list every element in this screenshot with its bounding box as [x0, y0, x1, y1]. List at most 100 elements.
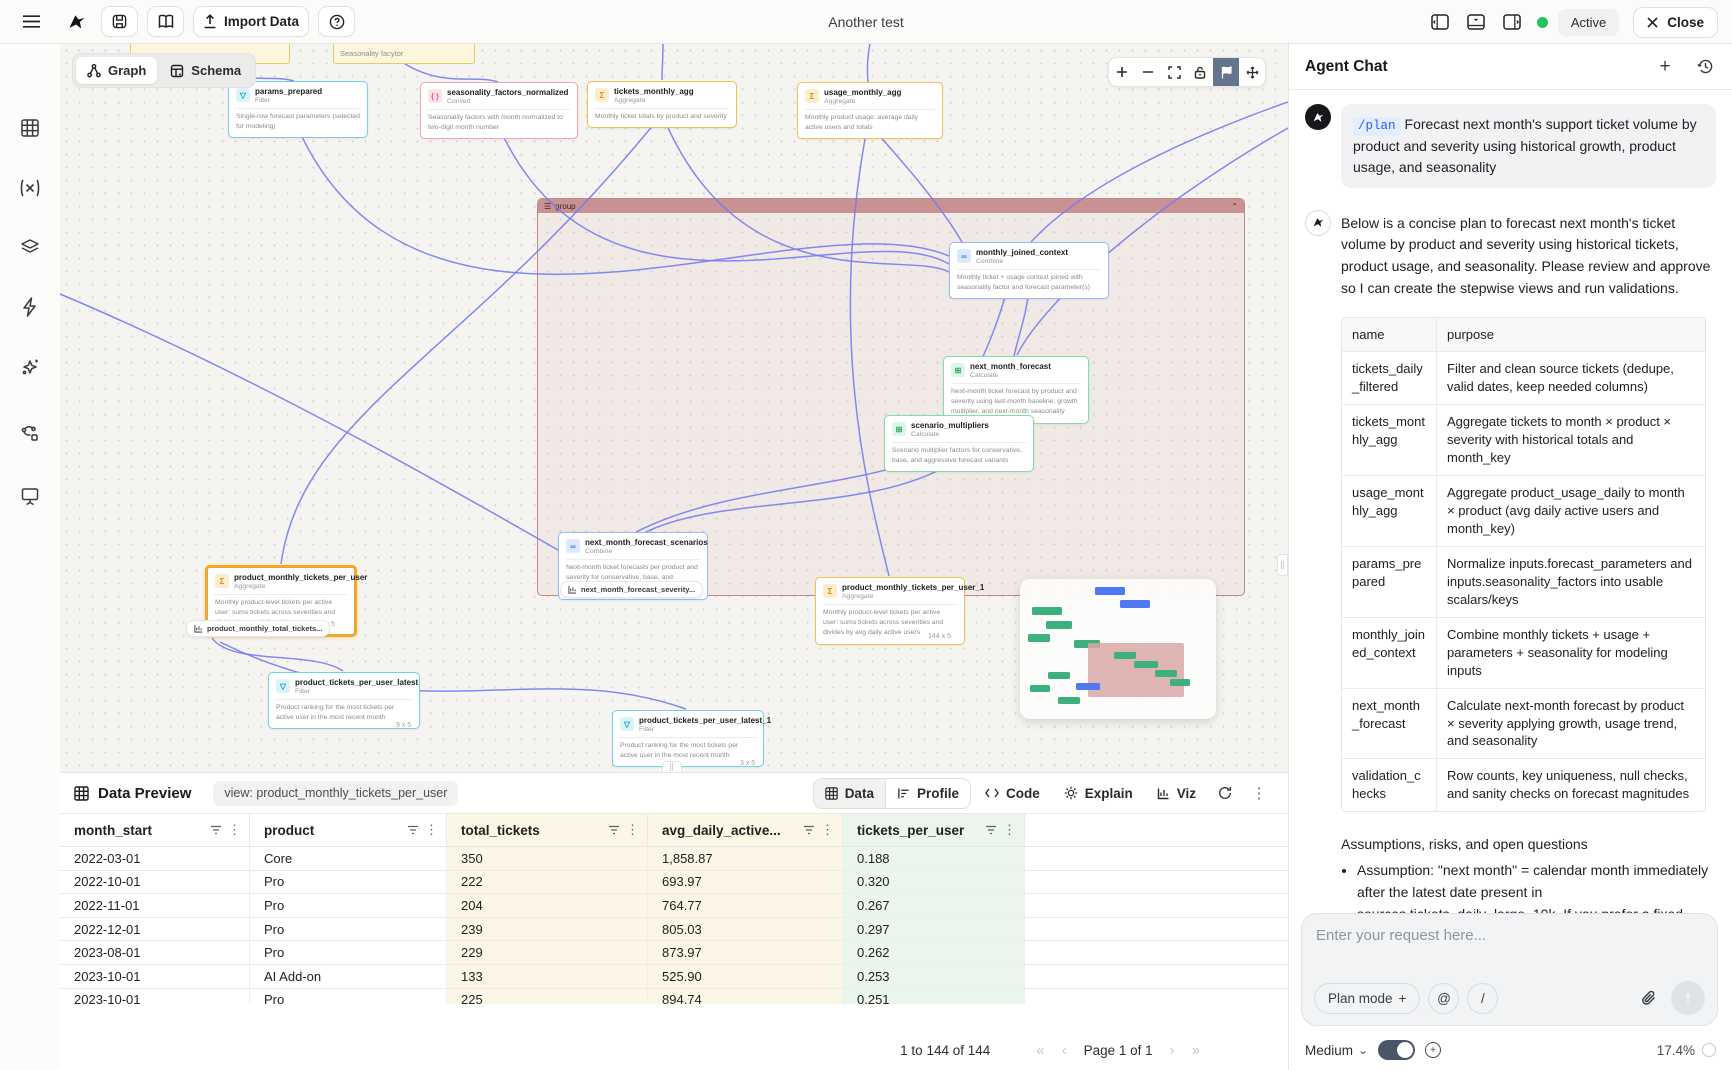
tab-schema[interactable]: Schema [159, 57, 252, 84]
tab-code[interactable]: Code [975, 778, 1050, 809]
flag-button[interactable] [1213, 58, 1239, 86]
panel-left-icon[interactable] [1429, 11, 1451, 33]
column-header-avg-daily-active[interactable]: avg_daily_active... ⋮ [648, 814, 843, 846]
plan-row: usage_monthly_agg Aggregate product_usag… [1342, 475, 1705, 546]
column-menu-icon[interactable]: ⋮ [425, 822, 438, 837]
fit-view-button[interactable] [1161, 58, 1187, 86]
output-tag-product-monthly-total-tickets[interactable]: product_monthly_total_tickets... [186, 620, 331, 637]
close-button[interactable]: Close [1633, 6, 1718, 38]
table-row[interactable]: 2023-10-01 AI Add-on 133 525.90 0.253 [60, 964, 1288, 989]
board-icon[interactable] [13, 479, 47, 513]
node-type: Filter [255, 97, 271, 104]
variables-icon[interactable] [13, 171, 47, 205]
node-product-tickets-per-user-latest-1[interactable]: ▽ product_tickets_per_user_latest_1 Filt… [612, 710, 771, 768]
chat-title: Agent Chat [1305, 57, 1388, 75]
node-desc: Product ranking for the most tickets per… [620, 737, 756, 761]
save-button[interactable] [101, 6, 138, 37]
model-selector[interactable]: Medium ⌄ [1305, 1043, 1368, 1058]
chat-input[interactable]: Enter your request here... Plan mode + @… [1301, 913, 1718, 1026]
help-button[interactable] [318, 6, 356, 37]
node-params-prepared[interactable]: ▽ params_prepared Filter Single-row fore… [228, 81, 368, 139]
panel-bottom-icon[interactable] [1465, 11, 1487, 33]
plan-row: monthly_joined_context Combine monthly t… [1342, 616, 1705, 688]
column-menu-icon[interactable]: ⋮ [228, 822, 241, 837]
new-chat-icon[interactable]: + [1659, 55, 1671, 77]
column-header-month-start[interactable]: month_start ⋮ [60, 814, 250, 846]
mention-button[interactable]: @ [1428, 982, 1460, 1014]
minimap[interactable] [1020, 579, 1216, 719]
import-data-button[interactable]: Import Data [193, 6, 310, 37]
tab-profile[interactable]: Profile [886, 779, 970, 808]
table-header-row: month_start ⋮ product ⋮ total_tickets ⋮ … [60, 814, 1288, 847]
modules-grid-icon[interactable] [13, 111, 47, 145]
schema-icon [171, 64, 184, 77]
attachment-icon[interactable] [1635, 984, 1663, 1012]
last-page-icon[interactable]: » [1191, 1042, 1200, 1059]
node-next-month-forecast[interactable]: ⊞ next_month_forecast Calculate Next-mon… [943, 356, 1089, 424]
next-page-icon[interactable]: › [1169, 1042, 1175, 1059]
panel-right-icon[interactable] [1501, 11, 1523, 33]
tab-graph[interactable]: Graph [76, 57, 158, 84]
layers-icon[interactable] [13, 230, 47, 264]
graph-canvas[interactable]: Seasonality facytor ☰ group ⌃ ▽ params_p… [60, 44, 1288, 772]
node-monthly-joined-context[interactable]: ∞ monthly_joined_context Combine Monthly… [949, 242, 1109, 300]
node-usage-monthly-agg[interactable]: Σ usage_monthly_agg Aggregate Monthly pr… [797, 82, 943, 140]
output-tag-next-month-forecast-severity[interactable]: next_month_forecast_severity... [560, 581, 704, 598]
node-product-monthly-tickets-per-user-1[interactable]: Σ product_monthly_tickets_per_user_1 Agg… [815, 577, 984, 645]
lightning-icon[interactable] [13, 290, 47, 324]
table-row[interactable]: 2022-10-01 Pro 222 693.97 0.320 [60, 870, 1288, 895]
panel-resize-handle[interactable]: ⣿ [662, 761, 682, 772]
mode-toggle[interactable] [1378, 1040, 1416, 1060]
note-card-seasonality[interactable]: Seasonality facytor [333, 44, 475, 64]
table-row[interactable]: 2023-10-01 Pro 225 894.74 0.251 [60, 988, 1288, 1004]
column-menu-icon[interactable]: ⋮ [626, 822, 639, 837]
refresh-icon[interactable] [1210, 778, 1240, 808]
lock-button[interactable] [1187, 58, 1213, 86]
send-button[interactable]: ↑ [1671, 981, 1705, 1015]
ai-sparkle-icon[interactable] [13, 350, 47, 384]
table-row[interactable]: 2023-08-01 Pro 229 873.97 0.262 [60, 941, 1288, 965]
column-header-total-tickets[interactable]: total_tickets ⋮ [447, 814, 648, 846]
zoom-out-button[interactable] [1135, 58, 1161, 86]
column-menu-icon[interactable]: ⋮ [821, 822, 834, 837]
node-scenario-multipliers[interactable]: ⊞ scenario_multipliers Calculate Scenari… [884, 415, 1034, 473]
node-type: Convert [447, 98, 471, 105]
graph-icon [87, 63, 101, 77]
slash-command-button[interactable]: / [1467, 982, 1499, 1014]
view-name-pill[interactable]: view: product_monthly_tickets_per_user [213, 780, 459, 806]
node-seasonality-factors-normalized[interactable]: ( ) seasonality_factors_normalized Conve… [420, 82, 578, 140]
window-title: Another test [828, 14, 904, 30]
pan-button[interactable] [1239, 58, 1265, 86]
column-menu-icon[interactable]: ⋮ [1003, 822, 1016, 837]
tab-viz[interactable]: Viz [1147, 778, 1206, 809]
menu-icon[interactable] [12, 6, 50, 38]
table-row[interactable]: 2022-03-01 Core 350 1,858.87 0.188 [60, 847, 1288, 871]
plan-name: validation_checks [1342, 759, 1437, 812]
combine-icon: ∞ [957, 249, 971, 263]
zoom-in-button[interactable] [1109, 58, 1135, 86]
node-type: Aggregate [234, 583, 266, 590]
history-icon[interactable] [1694, 56, 1716, 78]
prev-page-icon[interactable]: ‹ [1061, 1042, 1067, 1059]
table-row[interactable]: 2022-11-01 Pro 204 764.77 0.267 [60, 894, 1288, 918]
more-options-icon[interactable]: ⋮ [1251, 785, 1267, 802]
credits-icon[interactable]: + [1425, 1042, 1442, 1058]
connections-icon[interactable] [13, 416, 47, 450]
tab-explain[interactable]: Explain [1054, 778, 1143, 809]
column-header-product[interactable]: product ⋮ [250, 814, 447, 846]
plan-mode-button[interactable]: Plan mode + [1314, 982, 1421, 1014]
column-header-tickets-per-user[interactable]: tickets_per_user ⋮ [843, 814, 1025, 846]
cell: 204 [447, 894, 648, 917]
cell: 239 [447, 917, 648, 941]
collapse-icon[interactable]: ⌃ [1231, 201, 1238, 211]
node-tickets-monthly-agg[interactable]: Σ tickets_monthly_agg Aggregate Monthly … [587, 81, 737, 129]
group-header[interactable]: ☰ group ⌃ [538, 199, 1244, 213]
first-page-icon[interactable]: « [1036, 1042, 1045, 1059]
docs-button[interactable] [147, 6, 184, 37]
table-row[interactable]: 2022-12-01 Pro 239 805.03 0.297 [60, 917, 1288, 942]
sidebar-resize-handle[interactable]: ⣿ [1277, 554, 1288, 576]
node-product-tickets-per-user-latest[interactable]: ▽ product_tickets_per_user_latest Filter… [268, 672, 420, 730]
tab-data[interactable]: Data [813, 778, 886, 808]
